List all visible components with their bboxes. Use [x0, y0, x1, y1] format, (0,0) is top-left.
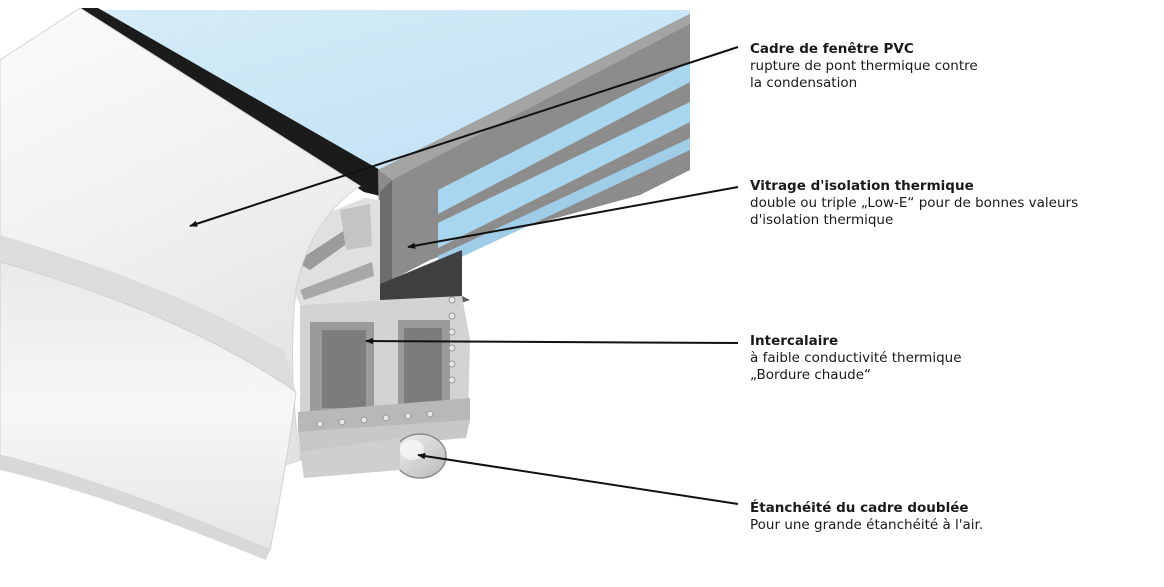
- callout-title: Vitrage d'isolation thermique: [750, 178, 974, 194]
- sash-inner-profile: [280, 198, 380, 305]
- callout-spacer: Intercalaire à faible conductivité therm…: [750, 333, 962, 384]
- callout-pvc-frame: Cadre de fenêtre PVC rupture de pont the…: [750, 41, 978, 92]
- frame-top-edge: [80, 8, 380, 196]
- callout-double-seal: Étanchéité du cadre doublée Pour une gra…: [750, 500, 983, 534]
- callout-title: Intercalaire: [750, 333, 839, 349]
- leader-lines: [189, 46, 739, 505]
- leader-frame: [189, 46, 739, 227]
- callout-title: Cadre de fenêtre PVC: [750, 41, 914, 57]
- callout-desc-line: Pour une grande étanchéité à l'air.: [750, 517, 984, 533]
- frame-seal-gasket: [300, 433, 447, 479]
- glass-pane-top: [95, 10, 690, 172]
- callout-insulating-glazing: Vitrage d'isolation thermique double ou …: [750, 178, 1078, 229]
- callout-desc-line: rupture de pont thermique contre: [750, 58, 978, 74]
- callout-desc-line: à faible conductivité thermique: [750, 350, 962, 366]
- profile-chambers: [298, 296, 470, 470]
- pvc-sash-profile: [0, 7, 361, 560]
- callout-title: Étanchéité du cadre doublée: [750, 500, 969, 516]
- leader-seal: [417, 452, 739, 505]
- callout-desc-line: d'isolation thermique: [750, 212, 894, 228]
- leader-spacer: [365, 337, 739, 345]
- callout-desc-line: double ou triple „Low-E“ pour de bonnes …: [750, 195, 1079, 211]
- callout-desc-line: la condensation: [750, 75, 858, 91]
- callout-desc-line: „Bordure chaude“: [750, 367, 871, 383]
- leader-glazing: [407, 186, 739, 249]
